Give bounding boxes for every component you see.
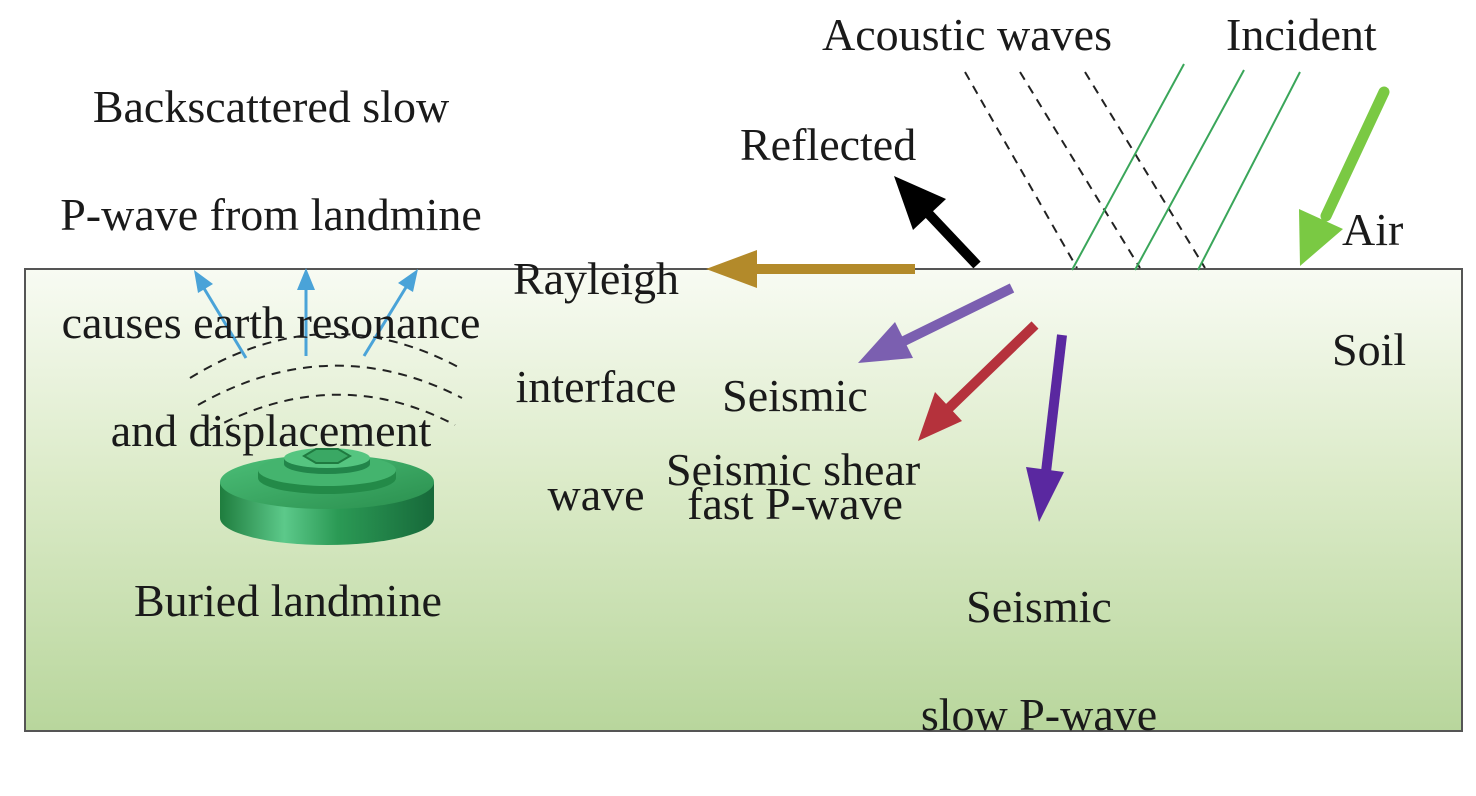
shear-arrow	[918, 321, 1039, 441]
incident-wavefronts	[1071, 63, 1301, 271]
reflected-label: Reflected	[740, 119, 917, 170]
backscatter-line-4: and displacement	[110, 405, 432, 456]
rayleigh-caption: Rayleigh interface wave	[484, 198, 708, 576]
fast-pwave-arrow	[858, 283, 1015, 363]
rayleigh-line-3: wave	[547, 469, 645, 520]
landmine-label: Buried landmine	[134, 575, 442, 626]
backscatter-line-2: P-wave from landmine	[60, 189, 482, 240]
backscatter-caption: Backscattered slow P-wave from landmine …	[2, 26, 540, 512]
fast-pwave-caption: Seismic fast P-wave	[636, 315, 954, 585]
incident-arrow	[1299, 86, 1390, 266]
backscatter-arrows	[194, 268, 418, 359]
rayleigh-line-2: interface	[515, 361, 677, 412]
backscatter-arcs	[189, 332, 463, 431]
backscatter-line-3: causes earth resonance	[61, 297, 481, 348]
backscatter-line-1: Backscattered slow	[92, 81, 450, 132]
rayleigh-line-1: Rayleigh	[512, 253, 680, 304]
reflected-arrow	[894, 176, 981, 269]
slow-pwave-line-1: Seismic	[966, 581, 1112, 632]
rayleigh-arrow	[706, 250, 915, 288]
fast-pwave-line-1: Seismic	[722, 370, 868, 421]
soil-label: Soil	[1332, 324, 1407, 375]
slow-pwave-arrow	[1026, 334, 1067, 522]
fast-pwave-line-2: fast P-wave	[687, 478, 903, 529]
shear-label: Seismic shear	[666, 444, 921, 495]
incident-label: Incident	[1226, 9, 1377, 60]
acoustic-wavefronts	[964, 71, 1206, 269]
acoustic-waves-label: Acoustic waves	[822, 9, 1112, 60]
slow-pwave-line-2: slow P-wave	[920, 689, 1158, 740]
wave-diagram	[24, 63, 1463, 732]
slow-pwave-caption: Seismic slow P-wave	[878, 526, 1200, 796]
air-label: Air	[1342, 204, 1404, 255]
landmine-graphic	[220, 448, 434, 545]
